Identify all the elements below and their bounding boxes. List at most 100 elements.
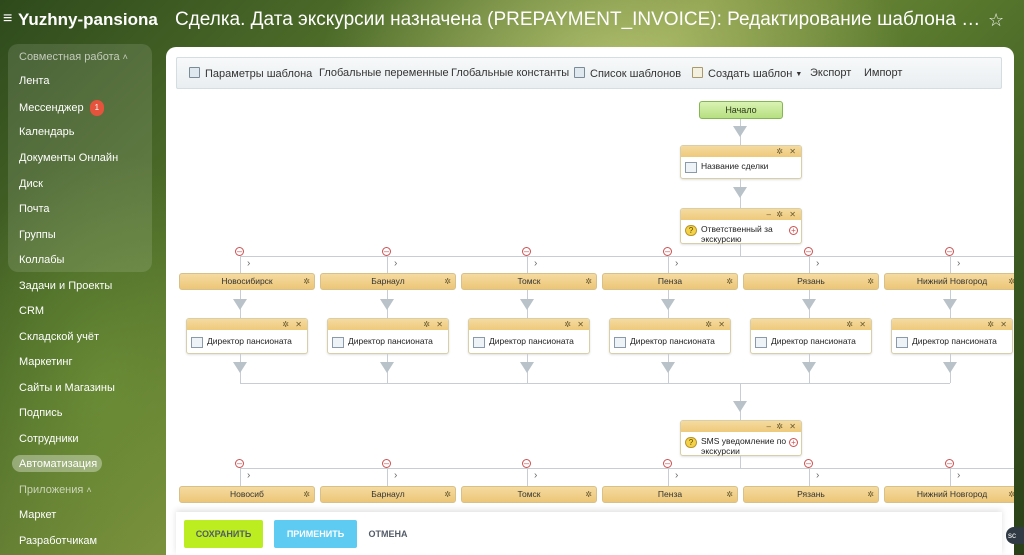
gear-icon[interactable]: ✲ bbox=[726, 277, 733, 286]
gear-icon[interactable]: ✲ bbox=[564, 320, 571, 329]
sidebar-item-collabs[interactable]: Коллабы bbox=[19, 253, 64, 267]
template-params-button[interactable]: Параметры шаблона bbox=[189, 67, 312, 81]
close-icon[interactable]: ✕ bbox=[859, 320, 866, 329]
sidebar-item-employees[interactable]: Сотрудники bbox=[19, 432, 79, 446]
sidebar-item-sites[interactable]: Сайты и Магазины bbox=[19, 381, 115, 395]
remove-branch-icon[interactable]: – bbox=[945, 246, 954, 256]
gear-icon[interactable]: ✲ bbox=[303, 490, 310, 499]
chevron-right-icon[interactable]: › bbox=[247, 258, 251, 269]
chevron-right-icon[interactable]: › bbox=[534, 258, 538, 269]
gear-icon[interactable]: ✲ bbox=[705, 320, 712, 329]
deal-name-block[interactable]: ✲ ✕ Название сделки bbox=[680, 145, 802, 179]
chevron-right-icon[interactable]: › bbox=[394, 470, 398, 481]
star-icon[interactable]: ☆ bbox=[988, 10, 1005, 30]
condition-block-responsible[interactable]: – ✲ ✕ ? Ответственный за экскурсию + bbox=[680, 208, 802, 244]
add-branch-icon[interactable]: + bbox=[789, 226, 798, 235]
remove-branch-icon[interactable]: – bbox=[522, 246, 531, 256]
sidebar-section-apps[interactable]: Приложения˄ bbox=[19, 483, 92, 497]
branch-header[interactable]: Новосибирск✲ bbox=[179, 273, 315, 290]
gear-icon[interactable]: ✲ bbox=[846, 320, 853, 329]
templates-list-button[interactable]: Список шаблонов bbox=[574, 67, 681, 81]
corner-badge[interactable]: sc bbox=[1006, 527, 1024, 544]
branch-header[interactable]: Томск✲ bbox=[461, 273, 597, 290]
branch-header[interactable]: Нижний Новгород✲ bbox=[884, 273, 1014, 290]
portal-name[interactable]: Yuzhny-pansionat bbox=[18, 10, 158, 29]
sidebar-item-mail[interactable]: Почта bbox=[19, 202, 50, 216]
gear-icon[interactable]: ✲ bbox=[867, 277, 874, 286]
save-button[interactable]: СОХРАНИТЬ bbox=[184, 520, 263, 548]
director-block[interactable]: ✲✕Директор пансионата bbox=[891, 318, 1013, 354]
director-block[interactable]: ✲✕Директор пансионата bbox=[468, 318, 590, 354]
branch-header[interactable]: Рязань✲ bbox=[743, 486, 879, 503]
remove-branch-icon[interactable]: – bbox=[663, 246, 672, 256]
chevron-right-icon[interactable]: › bbox=[816, 470, 820, 481]
director-block[interactable]: ✲✕Директор пансионата bbox=[609, 318, 731, 354]
gear-icon[interactable]: ✲ bbox=[282, 320, 289, 329]
gear-icon[interactable]: ✲ bbox=[423, 320, 430, 329]
branch-header[interactable]: Новосиб✲ bbox=[179, 486, 315, 503]
remove-branch-icon[interactable]: – bbox=[382, 246, 391, 256]
close-icon[interactable]: ✕ bbox=[789, 210, 796, 219]
apply-button[interactable]: ПРИМЕНИТЬ bbox=[274, 520, 357, 548]
gear-icon[interactable]: ✲ bbox=[444, 277, 451, 286]
close-icon[interactable]: ✕ bbox=[577, 320, 584, 329]
chevron-right-icon[interactable]: › bbox=[247, 470, 251, 481]
start-node[interactable]: Начало bbox=[699, 101, 783, 119]
sidebar-section-collab[interactable]: Совместная работа˄ bbox=[19, 50, 128, 64]
remove-branch-icon[interactable]: – bbox=[804, 458, 813, 468]
gear-icon[interactable]: ✲ bbox=[776, 147, 783, 156]
create-template-button[interactable]: Создать шаблон▼ bbox=[692, 67, 802, 81]
sidebar-item-developers[interactable]: Разработчикам bbox=[19, 534, 97, 548]
menu-icon[interactable]: ≡ bbox=[3, 10, 13, 27]
remove-branch-icon[interactable]: – bbox=[235, 246, 244, 256]
export-button[interactable]: Экспорт bbox=[810, 67, 851, 80]
close-icon[interactable]: ✕ bbox=[295, 320, 302, 329]
branch-header[interactable]: Барнаул✲ bbox=[320, 273, 456, 290]
branch-header[interactable]: Пенза✲ bbox=[602, 486, 738, 503]
global-variables-button[interactable]: Глобальные переменные bbox=[319, 67, 449, 80]
sidebar-item-calendar[interactable]: Календарь bbox=[19, 125, 75, 139]
close-icon[interactable]: ✕ bbox=[1000, 320, 1007, 329]
gear-icon[interactable]: ✲ bbox=[585, 490, 592, 499]
chevron-right-icon[interactable]: › bbox=[816, 258, 820, 269]
branch-header[interactable]: Рязань✲ bbox=[743, 273, 879, 290]
gear-icon[interactable]: ✲ bbox=[987, 320, 994, 329]
remove-branch-icon[interactable]: – bbox=[663, 458, 672, 468]
chevron-right-icon[interactable]: › bbox=[675, 470, 679, 481]
minimize-icon[interactable]: – bbox=[766, 210, 771, 219]
branch-header[interactable]: Томск✲ bbox=[461, 486, 597, 503]
branch-header[interactable]: Нижний Новгород✲ bbox=[884, 486, 1014, 503]
condition-block-sms[interactable]: – ✲ ✕ ? SMS уведомление по экскурсии + bbox=[680, 420, 802, 456]
remove-branch-icon[interactable]: – bbox=[945, 458, 954, 468]
sidebar-item-tasks[interactable]: Задачи и Проекты bbox=[19, 279, 112, 293]
gear-icon[interactable]: ✲ bbox=[726, 490, 733, 499]
gear-icon[interactable]: ✲ bbox=[585, 277, 592, 286]
chevron-right-icon[interactable]: › bbox=[957, 258, 961, 269]
chevron-right-icon[interactable]: › bbox=[957, 470, 961, 481]
close-icon[interactable]: ✕ bbox=[789, 422, 796, 431]
import-button[interactable]: Импорт bbox=[864, 67, 902, 80]
remove-branch-icon[interactable]: – bbox=[804, 246, 813, 256]
gear-icon[interactable]: ✲ bbox=[867, 490, 874, 499]
close-icon[interactable]: ✕ bbox=[436, 320, 443, 329]
sidebar-item-inventory[interactable]: Складской учёт bbox=[19, 330, 99, 344]
sidebar-item-automation[interactable]: Автоматизация bbox=[19, 457, 97, 471]
close-icon[interactable]: ✕ bbox=[718, 320, 725, 329]
remove-branch-icon[interactable]: – bbox=[235, 458, 244, 468]
gear-icon[interactable]: ✲ bbox=[1008, 277, 1014, 286]
sidebar-item-marketing[interactable]: Маркетинг bbox=[19, 355, 72, 369]
sidebar-item-crm[interactable]: CRM bbox=[19, 304, 44, 318]
remove-branch-icon[interactable]: – bbox=[382, 458, 391, 468]
minimize-icon[interactable]: – bbox=[766, 422, 771, 431]
sidebar-item-docs-online[interactable]: Документы Онлайн bbox=[19, 151, 118, 165]
remove-branch-icon[interactable]: – bbox=[522, 458, 531, 468]
gear-icon[interactable]: ✲ bbox=[776, 422, 783, 431]
gear-icon[interactable]: ✲ bbox=[444, 490, 451, 499]
branch-header[interactable]: Пенза✲ bbox=[602, 273, 738, 290]
add-branch-icon[interactable]: + bbox=[789, 438, 798, 447]
director-block[interactable]: ✲✕Директор пансионата bbox=[750, 318, 872, 354]
sidebar-item-feed[interactable]: Лента bbox=[19, 74, 49, 88]
gear-icon[interactable]: ✲ bbox=[1008, 490, 1014, 499]
sidebar-item-sign[interactable]: Подпись bbox=[19, 406, 63, 420]
